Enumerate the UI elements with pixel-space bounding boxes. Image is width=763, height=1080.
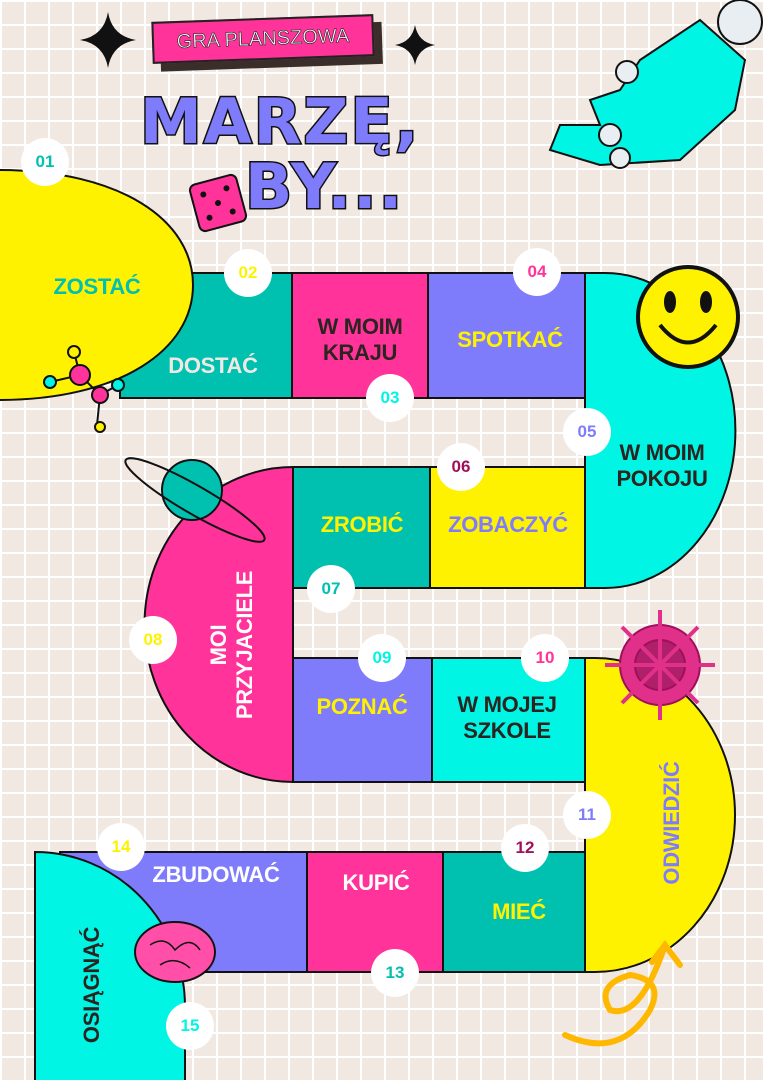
cell-09 <box>292 657 433 783</box>
field-label-02: DOSTAĆ <box>168 353 258 378</box>
dice-icon <box>188 173 248 233</box>
cell-13 <box>306 851 444 973</box>
field-number-13: 13 <box>371 949 419 997</box>
field-label-10: W MOJEJ SZKOLE <box>457 692 557 743</box>
field-number-02: 02 <box>224 249 272 297</box>
field-number-12: 12 <box>501 824 549 872</box>
field-number-06: 06 <box>437 443 485 491</box>
field-number-07: 07 <box>307 565 355 613</box>
field-label-08: MOI PRZYJACIELE <box>206 570 257 720</box>
field-number-04: 04 <box>513 248 561 296</box>
field-label-13: KUPIĆ <box>342 870 410 895</box>
field-number-03: 03 <box>366 374 414 422</box>
field-label-11: ODWIEDZIĆ <box>659 761 684 885</box>
field-label-06: ZOBACZYĆ <box>448 512 568 537</box>
sparkle-icon <box>80 12 435 68</box>
field-number-05: 05 <box>563 408 611 456</box>
molecule-icon <box>43 345 125 433</box>
planet-icon <box>124 457 266 543</box>
field-label-09: POZNAĆ <box>316 694 408 719</box>
cell-04 <box>427 272 586 399</box>
brain-icon <box>134 921 216 983</box>
cell-15 <box>34 850 186 1080</box>
smiley-icon <box>636 265 740 369</box>
page-subtitle: BY... <box>243 149 405 225</box>
hand-icon <box>548 0 763 169</box>
game-tag: GRA PLANSZOWA <box>151 14 375 64</box>
cell-01 <box>0 169 195 401</box>
cell-10 <box>431 657 586 783</box>
field-label-15: OSIĄGNĄĆ <box>79 926 104 1044</box>
field-number-11: 11 <box>563 791 611 839</box>
cell-03 <box>291 272 429 399</box>
virus-icon <box>605 610 715 720</box>
field-label-12: MIEĆ <box>492 899 546 924</box>
field-label-04: SPOTKAĆ <box>457 327 563 352</box>
field-number-01: 01 <box>21 138 69 186</box>
field-number-09: 09 <box>358 634 406 682</box>
field-label-07: ZROBIĆ <box>320 512 404 537</box>
cell-12 <box>442 851 594 973</box>
field-number-08: 08 <box>129 616 177 664</box>
arrow-icon <box>562 940 683 1047</box>
cell-06 <box>429 466 586 589</box>
field-number-10: 10 <box>521 634 569 682</box>
field-label-01: ZOSTAĆ <box>53 274 141 299</box>
field-label-14: ZBUDOWAĆ <box>152 862 280 887</box>
field-number-14: 14 <box>97 823 145 871</box>
field-number-15: 15 <box>166 1002 214 1050</box>
field-label-03: W MOIM KRAJU <box>317 314 403 365</box>
page-title: MARZĘ, <box>138 84 421 160</box>
field-label-05: W MOIM POKOJU <box>616 440 708 491</box>
cell-07 <box>292 466 431 589</box>
